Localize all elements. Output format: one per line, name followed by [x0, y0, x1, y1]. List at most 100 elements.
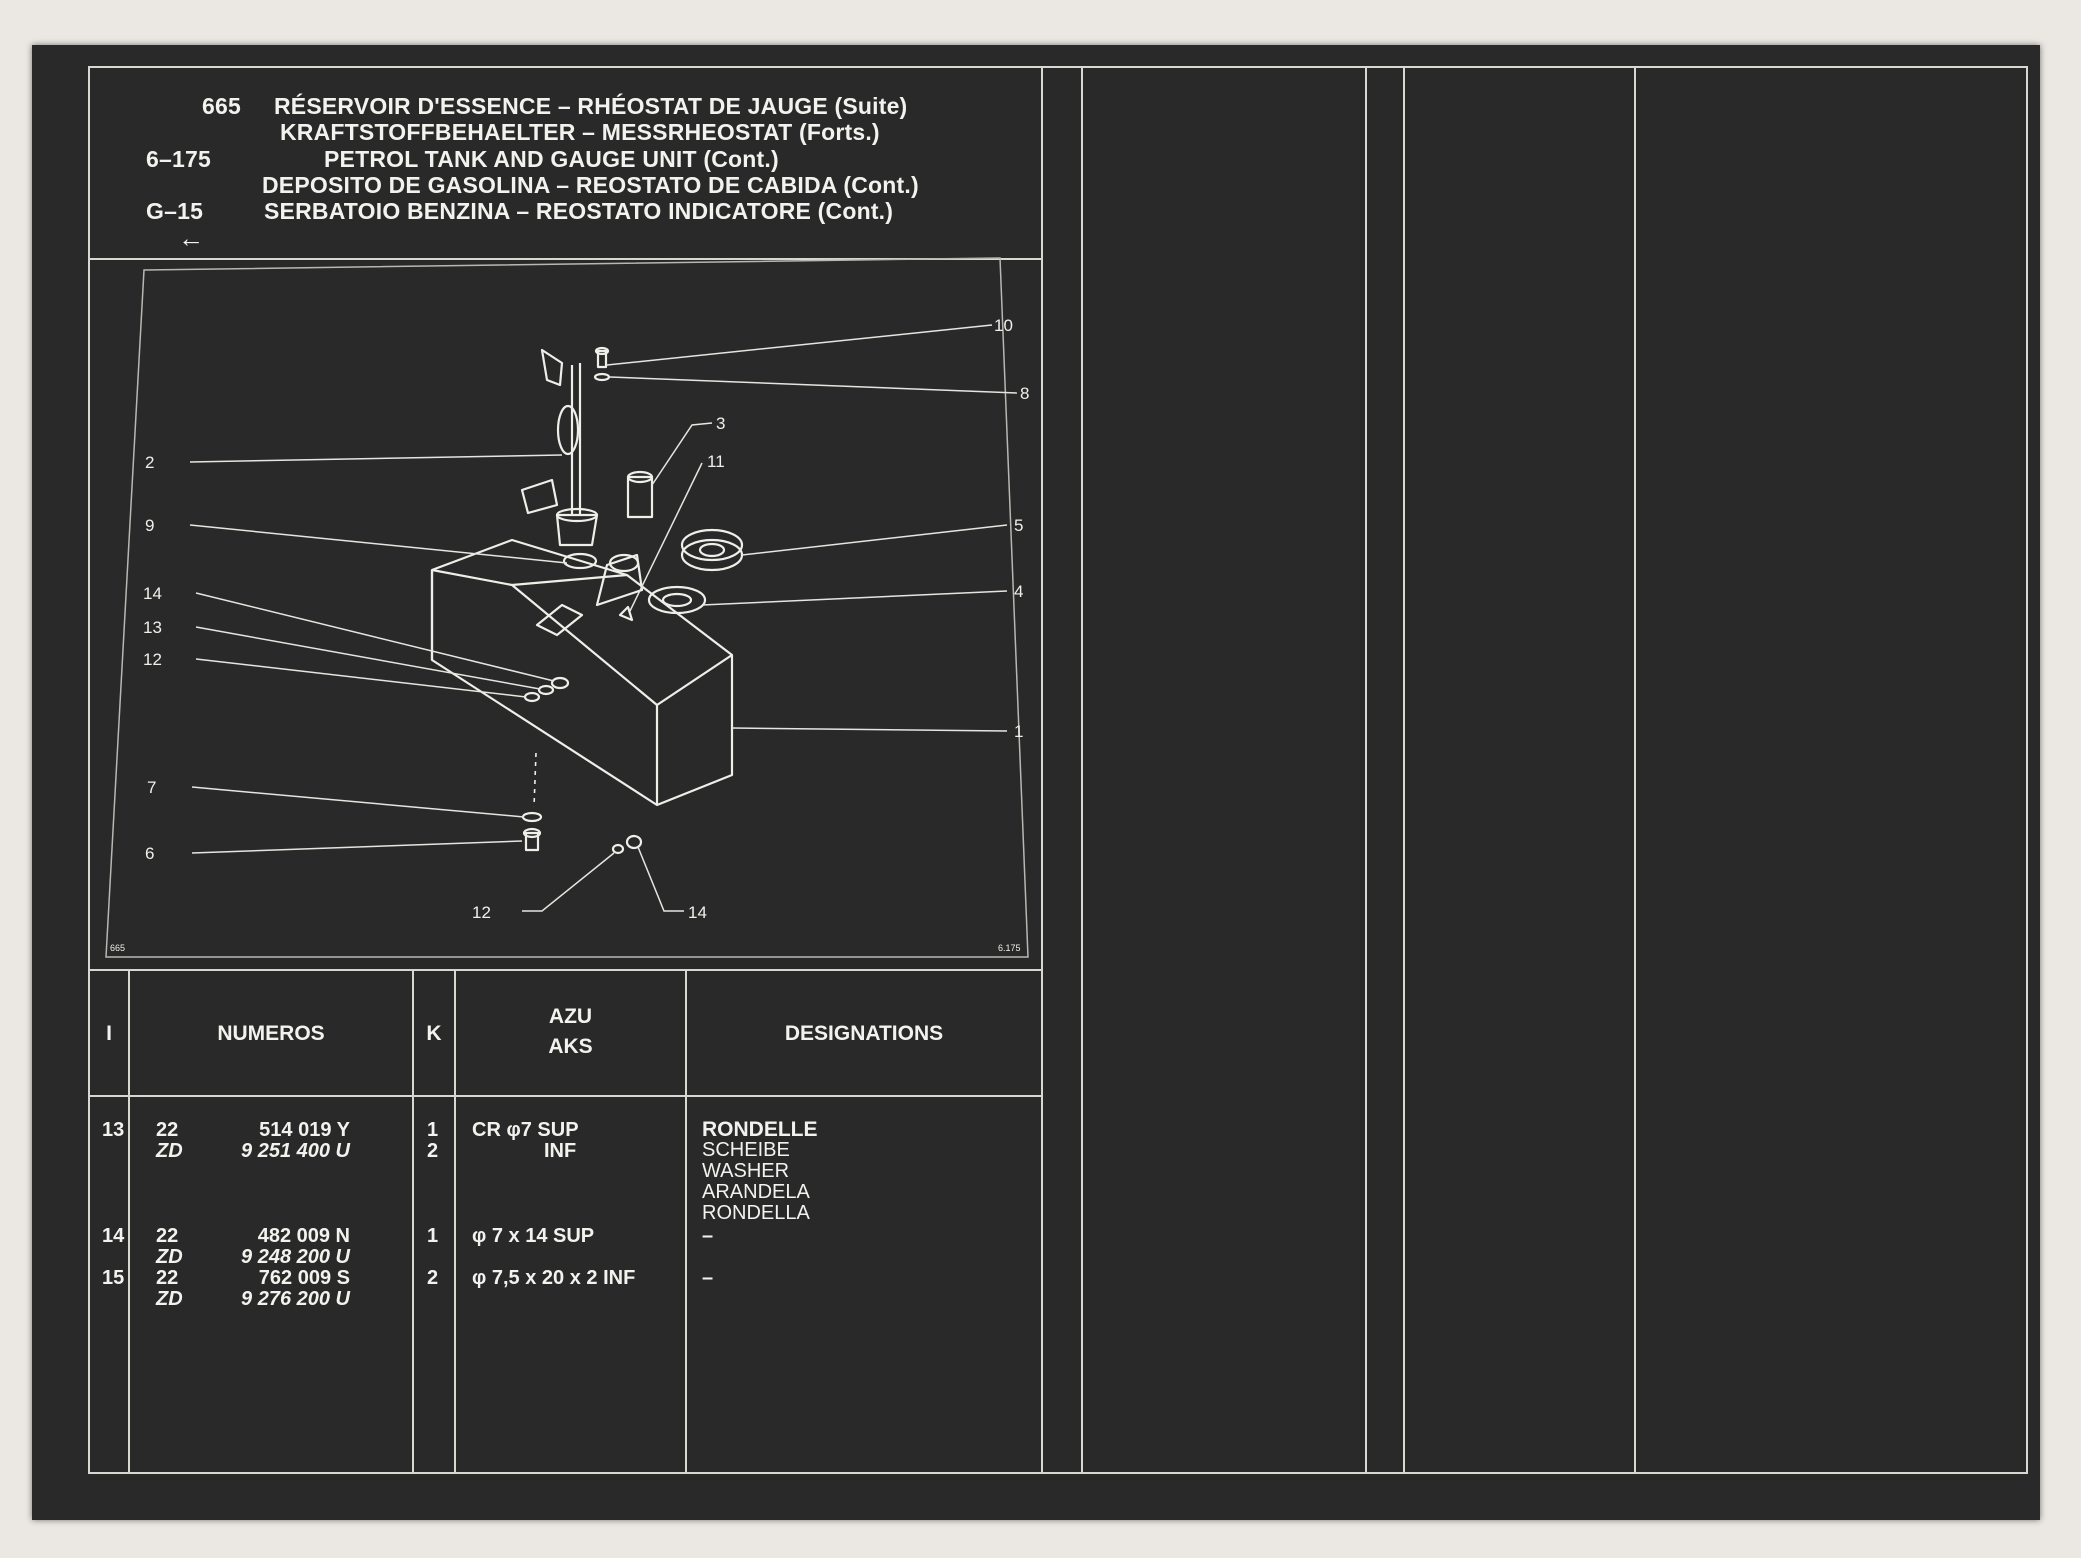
- header-numeros: NUMEROS: [217, 1022, 325, 1045]
- exploded-parts-diagram: 10 8 3 11 2 9 5 4 14 13 12 1 7 6 12 14 6…: [105, 257, 1029, 958]
- gasket-ring: [562, 552, 598, 570]
- frame-bottom: [88, 1472, 2028, 1474]
- leader-6: [191, 840, 523, 854]
- callout-12b: 12: [472, 903, 491, 922]
- leader-10: [606, 324, 993, 366]
- callout-11: 11: [707, 452, 725, 471]
- grommet: [680, 528, 744, 572]
- tank-body: [430, 538, 734, 807]
- column-divider: [1634, 66, 1636, 1474]
- bolt-top: [593, 346, 611, 382]
- leader-11: [629, 462, 703, 612]
- leader-14b: [637, 846, 684, 912]
- row-index: 13: [102, 1119, 125, 1141]
- spec: φ 7 x 14 SUP: [472, 1225, 595, 1247]
- designation-de: SCHEIBE: [702, 1139, 790, 1161]
- back-arrow-icon: ←: [178, 223, 205, 253]
- designation-main: –: [702, 1267, 714, 1289]
- designation-es: ARANDELA: [702, 1181, 810, 1203]
- alt-number: 9 248 200 U: [241, 1246, 350, 1268]
- designation-main: RONDELLE: [702, 1118, 818, 1141]
- leader-8: [609, 376, 1018, 394]
- designation-it: RONDELLA: [702, 1202, 810, 1224]
- header-designations: DESIGNATIONS: [784, 1022, 944, 1045]
- parts-catalog-sheet: 665 RÉSERVOIR D'ESSENCE – RHÉOSTAT DE JA…: [32, 45, 2040, 1520]
- column-divider: [1081, 66, 1083, 1474]
- group-code: 665: [202, 93, 241, 119]
- title-divider: [88, 258, 1043, 260]
- callout-9: 9: [145, 516, 154, 535]
- header-divider: [88, 1095, 1043, 1097]
- callout-2: 2: [145, 453, 154, 472]
- leader-3: [651, 422, 713, 486]
- callout-12a: 12: [143, 650, 162, 669]
- part-prefix: 22: [156, 1119, 179, 1141]
- alt-prefix: ZD: [156, 1288, 183, 1310]
- row-index: 14: [102, 1225, 125, 1247]
- spec: CR φ7 SUP: [472, 1119, 579, 1141]
- washer-lower-14: [625, 834, 643, 850]
- callout-14b: 14: [688, 903, 707, 922]
- seal-ring: [647, 585, 707, 615]
- leader-14a: [195, 592, 555, 682]
- washer-14: [550, 676, 570, 690]
- washer-13: [537, 684, 555, 696]
- drain-plug: [521, 811, 543, 852]
- washer-top: [593, 372, 611, 382]
- part-prefix: 22: [156, 1267, 179, 1289]
- spec: φ 7,5 x 20 x 2 INF: [472, 1267, 636, 1289]
- ref-code: 6–175: [146, 146, 211, 172]
- callout-13: 13: [143, 618, 162, 637]
- table-col-divider: [685, 969, 687, 1474]
- leader-13: [195, 626, 541, 690]
- header-index: I: [106, 1022, 112, 1045]
- part-number: 514 019 Y: [259, 1119, 350, 1141]
- callout-6: 6: [145, 844, 154, 863]
- diagram-divider: [88, 969, 1043, 971]
- title-de: KRAFTSTOFFBEHAELTER – MESSRHEOSTAT (Fort…: [280, 119, 880, 145]
- table-col-divider: [128, 969, 130, 1474]
- part-prefix: 22: [156, 1225, 179, 1247]
- title-fr: RÉSERVOIR D'ESSENCE – RHÉOSTAT DE JAUGE …: [274, 93, 908, 119]
- callout-5: 5: [1014, 516, 1023, 535]
- leader-12b: [522, 852, 615, 912]
- title-it: SERBATOIO BENZINA – REOSTATO INDICATORE …: [264, 198, 894, 224]
- qty: 2: [427, 1267, 439, 1289]
- table-col-divider: [454, 969, 456, 1474]
- callout-14a: 14: [143, 584, 162, 603]
- part-number: 482 009 N: [257, 1225, 350, 1247]
- designation-en: WASHER: [702, 1160, 790, 1182]
- designation-main: –: [702, 1225, 714, 1247]
- column-divider: [1365, 66, 1367, 1474]
- alt-prefix: ZD: [156, 1140, 183, 1162]
- header-aks: AKS: [548, 1035, 593, 1058]
- spec: INF: [544, 1140, 577, 1162]
- frame-left: [88, 66, 90, 1474]
- float-cylinder: [626, 470, 654, 519]
- table-col-divider: [412, 969, 414, 1474]
- callout-1: 1: [1014, 722, 1023, 741]
- qty: 1: [427, 1225, 439, 1247]
- leader-7: [191, 786, 525, 818]
- header-k: K: [426, 1022, 442, 1045]
- washer-lower-12: [611, 843, 625, 855]
- filler-neck: [595, 553, 644, 607]
- callout-3: 3: [716, 414, 725, 433]
- callout-7: 7: [147, 778, 156, 797]
- alt-prefix: ZD: [156, 1246, 183, 1268]
- diagram-corner-left: 665: [110, 943, 125, 953]
- column-divider: [1041, 66, 1043, 1474]
- qty: 2: [427, 1140, 439, 1162]
- title-es: DEPOSITO DE GASOLINA – REOSTATO DE CABID…: [262, 172, 919, 198]
- ref-code-2: G–15: [146, 198, 204, 224]
- callout-4: 4: [1014, 582, 1023, 601]
- leader-2: [189, 454, 563, 463]
- leader-4: [701, 590, 1008, 606]
- column-divider: [1403, 66, 1405, 1474]
- callout-10: 10: [994, 316, 1013, 335]
- frame-right: [2026, 66, 2028, 1474]
- header-azu: AZU: [548, 1005, 593, 1028]
- frame-top: [88, 66, 2028, 68]
- qty: 1: [427, 1119, 439, 1141]
- title-en: PETROL TANK AND GAUGE UNIT (Cont.): [324, 146, 779, 172]
